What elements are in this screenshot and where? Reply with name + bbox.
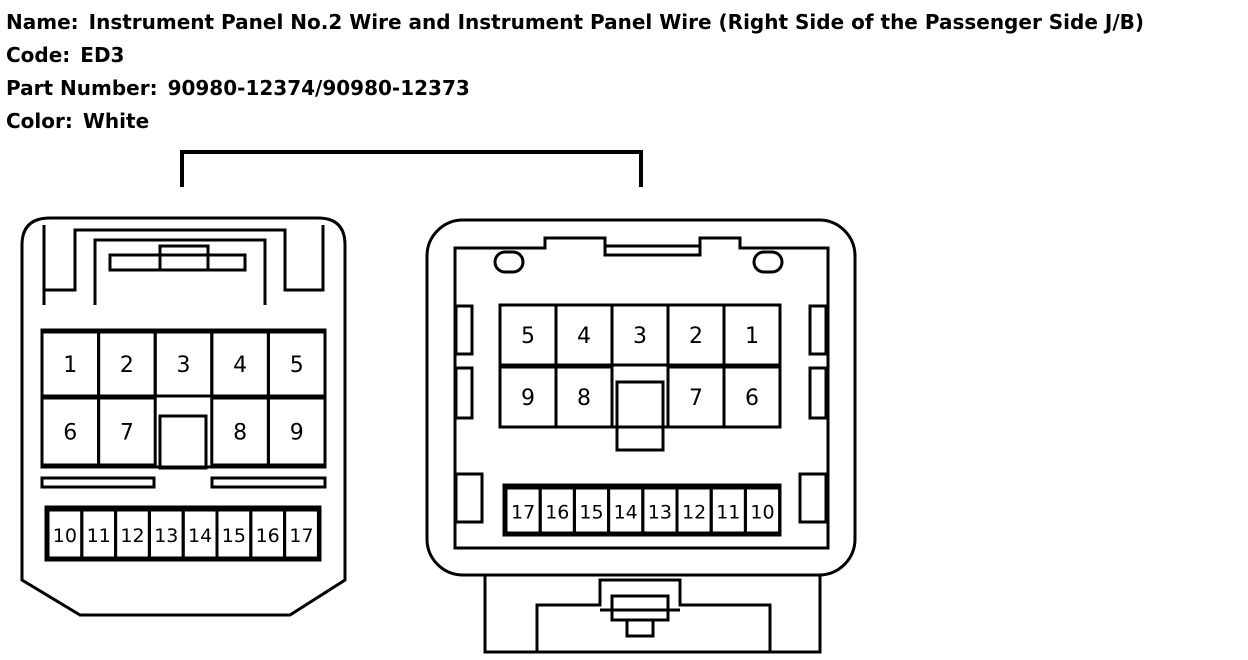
right-pin-9-label: 9	[521, 386, 535, 411]
right-side-tab-2	[454, 366, 474, 420]
left-pin-16-label: 16	[256, 525, 280, 547]
left-pin-10-label: 10	[53, 525, 77, 547]
left-lock-key-cavity	[158, 414, 208, 470]
right-pin-10-cavity	[743, 486, 782, 535]
left-bar-left	[40, 476, 156, 489]
left-pin-1-label: 1	[63, 353, 77, 378]
right-pin-11-label: 11	[716, 502, 740, 524]
name-row: Name: Instrument Panel No.2 Wire and Inst…	[6, 6, 1144, 39]
right-pin-1-label: 1	[745, 324, 759, 349]
left-pin-17-label: 17	[289, 525, 313, 547]
left-pin-17-cavity	[283, 508, 320, 560]
left-connector-latch-inner	[93, 238, 267, 305]
right-side-tab-6	[798, 472, 828, 524]
left-pin-11-label: 11	[87, 525, 111, 547]
part-number-value: 90980-12374/90980-12373	[167, 76, 470, 100]
left-lock-tab	[158, 244, 210, 272]
right-oval-left	[493, 250, 525, 274]
left-pin-9-label: 9	[290, 421, 304, 446]
right-connector-body	[425, 218, 857, 577]
left-connector-body	[20, 216, 347, 617]
left-pin-7-cavity	[97, 396, 157, 467]
left-pin-5-label: 5	[290, 353, 304, 378]
left-bottom-block	[44, 505, 322, 562]
part-number-label: Part Number:	[6, 76, 158, 100]
left-bar-right	[210, 476, 327, 489]
right-pin-1-cavity	[722, 303, 782, 367]
right-pin-6-cavity	[722, 365, 782, 429]
code-row: Code: ED3	[6, 39, 1144, 72]
left-pin-9-cavity	[266, 396, 327, 467]
mating-bracket	[180, 150, 643, 187]
left-pin-13-label: 13	[154, 525, 178, 547]
part-number-row: Part Number: 90980-12374/90980-12373	[6, 72, 1144, 105]
right-pin-12-label: 12	[682, 502, 706, 524]
right-connector: 5 4 3 2 1 9 8 7 6 17 16 15 14 13 12 11 10	[425, 218, 857, 654]
right-pin-8-cavity	[554, 365, 614, 429]
right-side-tab-5	[808, 366, 828, 420]
right-pin-3-label: 3	[633, 324, 647, 349]
right-pin-2-label: 2	[689, 324, 703, 349]
code-value: ED3	[80, 43, 125, 67]
right-side-tab-4	[808, 304, 828, 356]
right-lock-key-cavity	[615, 380, 665, 452]
right-pin-17-label: 17	[511, 502, 535, 524]
code-label: Code:	[6, 43, 71, 67]
left-pin-12-label: 12	[120, 525, 144, 547]
right-connector-foot	[483, 575, 822, 654]
left-pin-2-label: 2	[120, 353, 134, 378]
left-pin-14-label: 14	[188, 525, 212, 547]
right-lock-bar	[603, 244, 702, 257]
right-pin-10-label: 10	[750, 502, 774, 524]
right-pin-7-label: 7	[689, 386, 703, 411]
right-side-tab-1	[454, 304, 474, 356]
right-pin-5-label: 5	[521, 324, 535, 349]
right-side-tab-3	[454, 472, 484, 524]
right-pin-15-label: 15	[579, 502, 603, 524]
color-label: Color:	[6, 109, 73, 133]
right-pin-13-label: 13	[648, 502, 672, 524]
right-pin-16-label: 16	[545, 502, 569, 524]
left-connector-latch	[42, 225, 325, 305]
right-pin-8-label: 8	[577, 386, 591, 411]
color-row: Color: White	[6, 105, 1144, 138]
left-pin-15-label: 15	[222, 525, 246, 547]
left-pin-5-cavity	[266, 330, 327, 398]
left-pin-4-label: 4	[233, 353, 247, 378]
right-oval-right	[752, 250, 784, 274]
left-pin-7-label: 7	[120, 421, 134, 446]
right-connector-inner	[453, 236, 830, 550]
color-value: White	[82, 109, 150, 133]
name-label: Name:	[6, 10, 79, 34]
left-pin-3-label: 3	[177, 353, 191, 378]
left-pin-6-label: 6	[63, 421, 77, 446]
connector-info: Name: Instrument Panel No.2 Wire and Inst…	[6, 6, 1144, 138]
right-pin-4-label: 4	[577, 324, 591, 349]
right-pin-6-label: 6	[745, 386, 759, 411]
name-value: Instrument Panel No.2 Wire and Instrumen…	[88, 10, 1145, 34]
right-pin-14-label: 14	[614, 502, 638, 524]
left-pin-8-label: 8	[233, 421, 247, 446]
